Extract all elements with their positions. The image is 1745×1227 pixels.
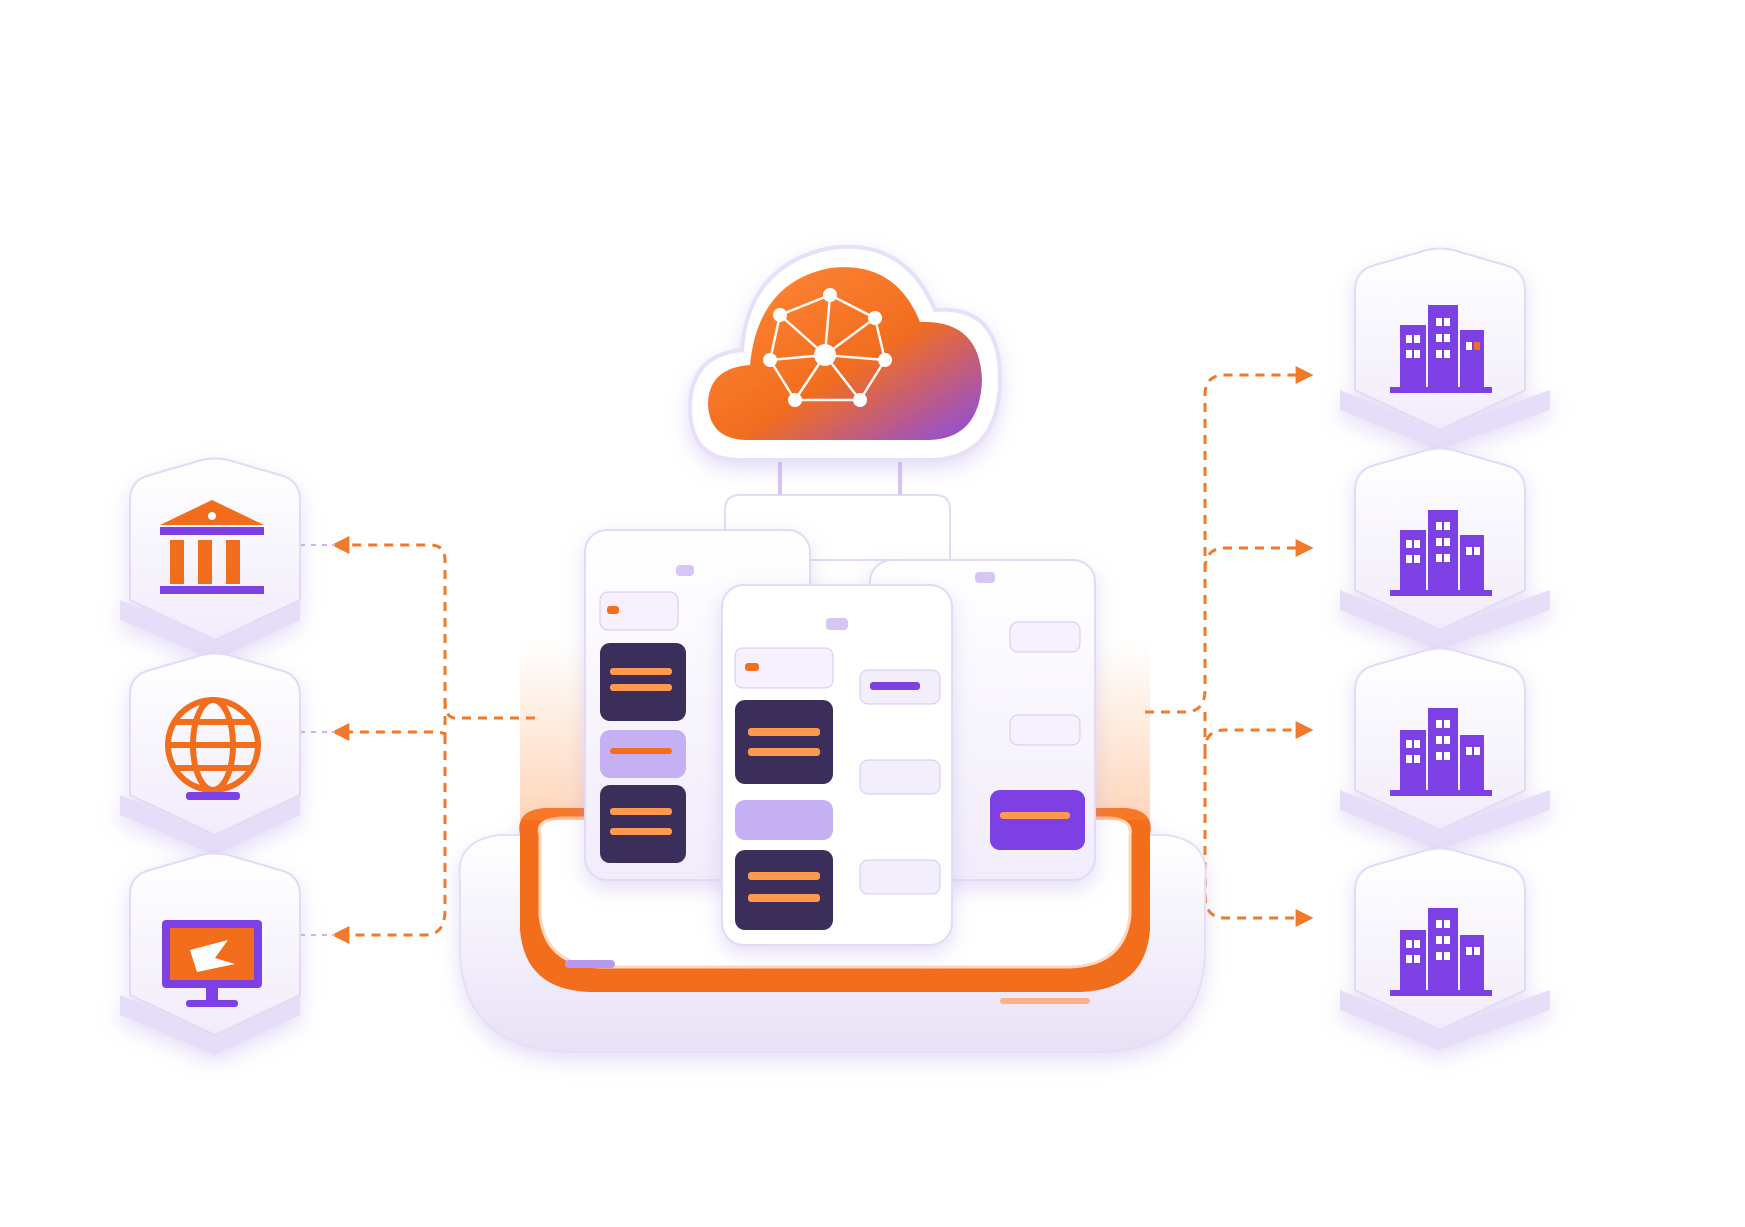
node-monitor[interactable] xyxy=(120,852,301,1056)
right-nodes xyxy=(1340,247,1550,1051)
connector-building-3 xyxy=(1203,712,1314,751)
connector-monitor xyxy=(331,735,447,944)
node-building-3[interactable] xyxy=(1340,647,1550,851)
server-cube-front xyxy=(721,584,953,946)
node-building-2[interactable] xyxy=(1340,447,1550,651)
server-stack xyxy=(584,494,1096,946)
building-icon xyxy=(1390,510,1492,596)
building-icon xyxy=(1390,305,1492,393)
connector-building-2 xyxy=(1203,539,1314,571)
connector-accents xyxy=(300,544,335,936)
building-icon xyxy=(1390,908,1492,996)
cloud-hub xyxy=(687,244,1003,495)
node-building-4[interactable] xyxy=(1340,847,1550,1051)
connector-globe xyxy=(331,700,447,741)
globe-icon xyxy=(165,697,261,793)
building-icon xyxy=(1390,708,1492,796)
node-bank[interactable] xyxy=(120,457,301,661)
connector-building-1 xyxy=(1145,366,1314,714)
left-nodes xyxy=(120,457,301,1056)
bank-icon xyxy=(160,500,264,594)
monitor-icon xyxy=(162,920,262,1007)
connector-lines xyxy=(331,366,1314,944)
node-globe[interactable] xyxy=(120,652,301,856)
connector-building-4 xyxy=(1203,750,1314,927)
connector-bank xyxy=(331,536,535,720)
cloud-network-icon xyxy=(687,244,1003,462)
node-building-1[interactable] xyxy=(1340,247,1550,451)
